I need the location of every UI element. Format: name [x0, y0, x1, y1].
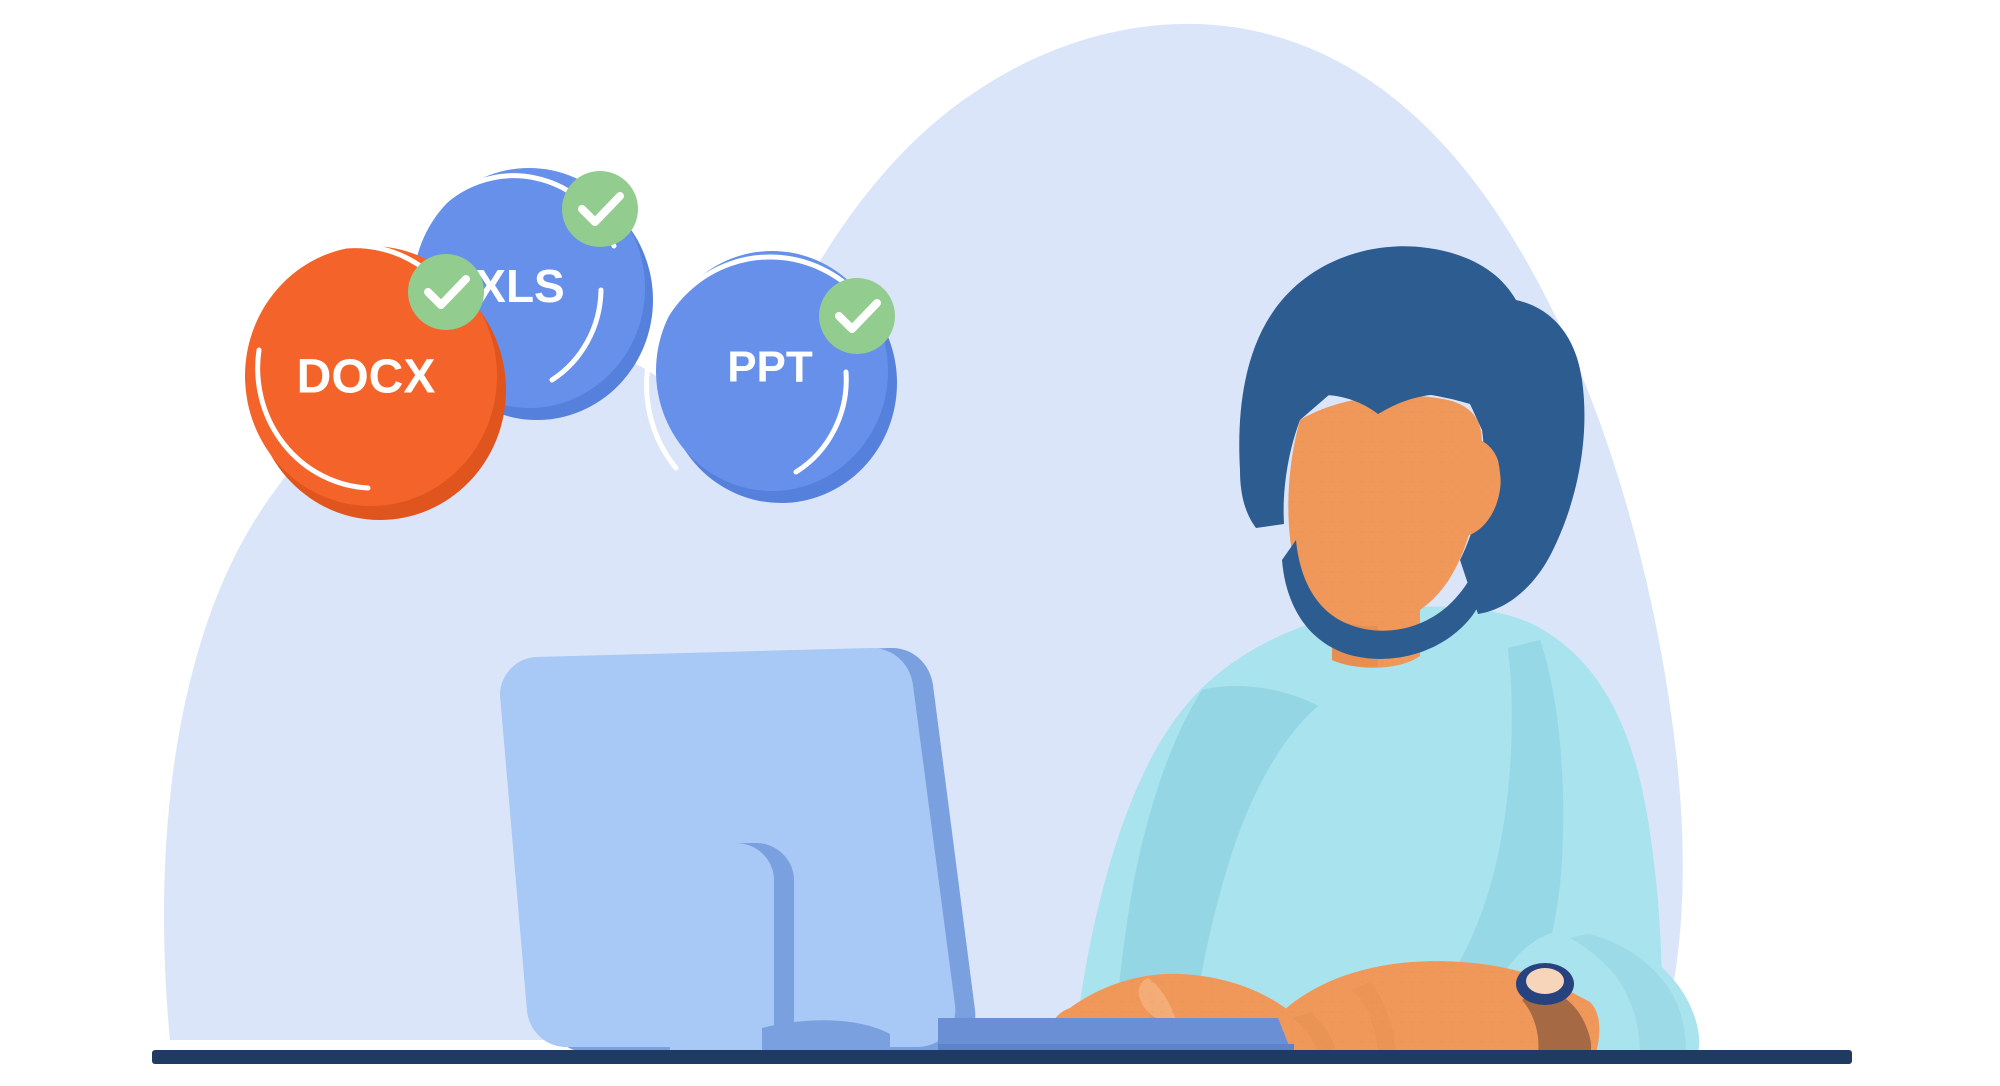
desk-edge [152, 1050, 1852, 1064]
shirt-fold-right [1380, 640, 1564, 1049]
check-icon [578, 192, 624, 226]
face-texture [1288, 395, 1482, 627]
watch-dial [1526, 968, 1564, 994]
docx-badge-circle [408, 254, 484, 330]
ppt-badge-circle [819, 278, 895, 354]
check-icon [424, 275, 470, 309]
xls-badge-circle [562, 171, 638, 247]
hair-sideburn [1486, 460, 1542, 589]
ear-texture [1444, 437, 1501, 537]
shirt-fold-left [1114, 685, 1318, 1053]
monitor-stand [670, 843, 774, 1053]
monitor-stand-foot [762, 1020, 890, 1053]
ppt-check-badge [819, 278, 895, 354]
format-bubble-ppt[interactable]: PPT [644, 251, 897, 503]
docx-arc-bottom [255, 347, 371, 491]
right-hand [1263, 961, 1600, 1053]
xls-label: XLS [475, 260, 564, 312]
xls-arc-bottom [549, 287, 604, 383]
docx-label: DOCX [297, 351, 436, 404]
person-head [1239, 246, 1585, 659]
ppt-label: PPT [727, 343, 813, 392]
xls-check-badge [562, 171, 638, 247]
hair-bangs [1276, 303, 1516, 424]
shirt-right-sleeve-shade [1570, 934, 1686, 1053]
ppt-arc-top [644, 254, 867, 471]
keyboard [938, 1018, 1294, 1053]
format-bubble-docx[interactable]: DOCX [245, 243, 506, 520]
computer-monitor [500, 647, 976, 1053]
keyboard-edge [938, 1044, 1294, 1053]
ppt-arc-bottom [793, 369, 849, 475]
docx-check-badge [408, 254, 484, 330]
check-icon [835, 299, 881, 333]
beard [1282, 526, 1493, 659]
